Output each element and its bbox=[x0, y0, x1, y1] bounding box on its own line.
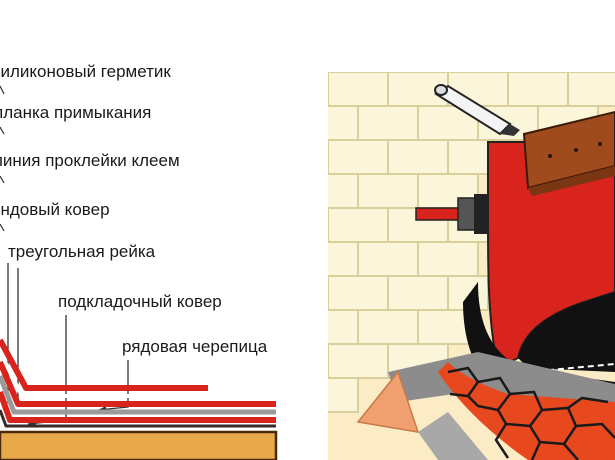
junction-illustration bbox=[328, 72, 615, 460]
label-ordinary-shingles: рядовая черепица bbox=[122, 337, 268, 356]
label-sealant: силиконовый герметик bbox=[0, 62, 171, 81]
cross-section-diagram: силиконовый герметик планка примыкания л… bbox=[0, 62, 278, 460]
sealant-tube bbox=[434, 84, 520, 136]
triangular-rail bbox=[356, 370, 420, 433]
shingle-pattern bbox=[447, 366, 615, 460]
flashing-strip bbox=[522, 110, 615, 196]
label-glue-line: линия проклейки клеем bbox=[0, 151, 180, 170]
label-flashing-strip: планка примыкания bbox=[0, 103, 151, 122]
gray-layer bbox=[0, 375, 276, 415]
label-underlay-carpet: подкладочный ковер bbox=[58, 292, 222, 311]
leader-lines bbox=[1, 263, 129, 425]
white-gap-1 bbox=[0, 351, 214, 398]
label-valley-carpet: ендовый ковер bbox=[0, 200, 110, 219]
label-triangular-rail: треугольная рейка bbox=[8, 242, 156, 261]
dark-layer bbox=[0, 409, 276, 428]
red-layer-1 bbox=[0, 338, 208, 391]
red-layer-2 bbox=[0, 360, 276, 407]
red-layer-3 bbox=[0, 390, 276, 423]
underlay-carpet-black-top bbox=[518, 292, 615, 372]
wood-deck bbox=[0, 430, 278, 460]
gray-base bbox=[418, 412, 488, 460]
label-pointer-stubs bbox=[0, 85, 5, 232]
roof-layers bbox=[0, 338, 276, 428]
brush bbox=[415, 194, 488, 234]
